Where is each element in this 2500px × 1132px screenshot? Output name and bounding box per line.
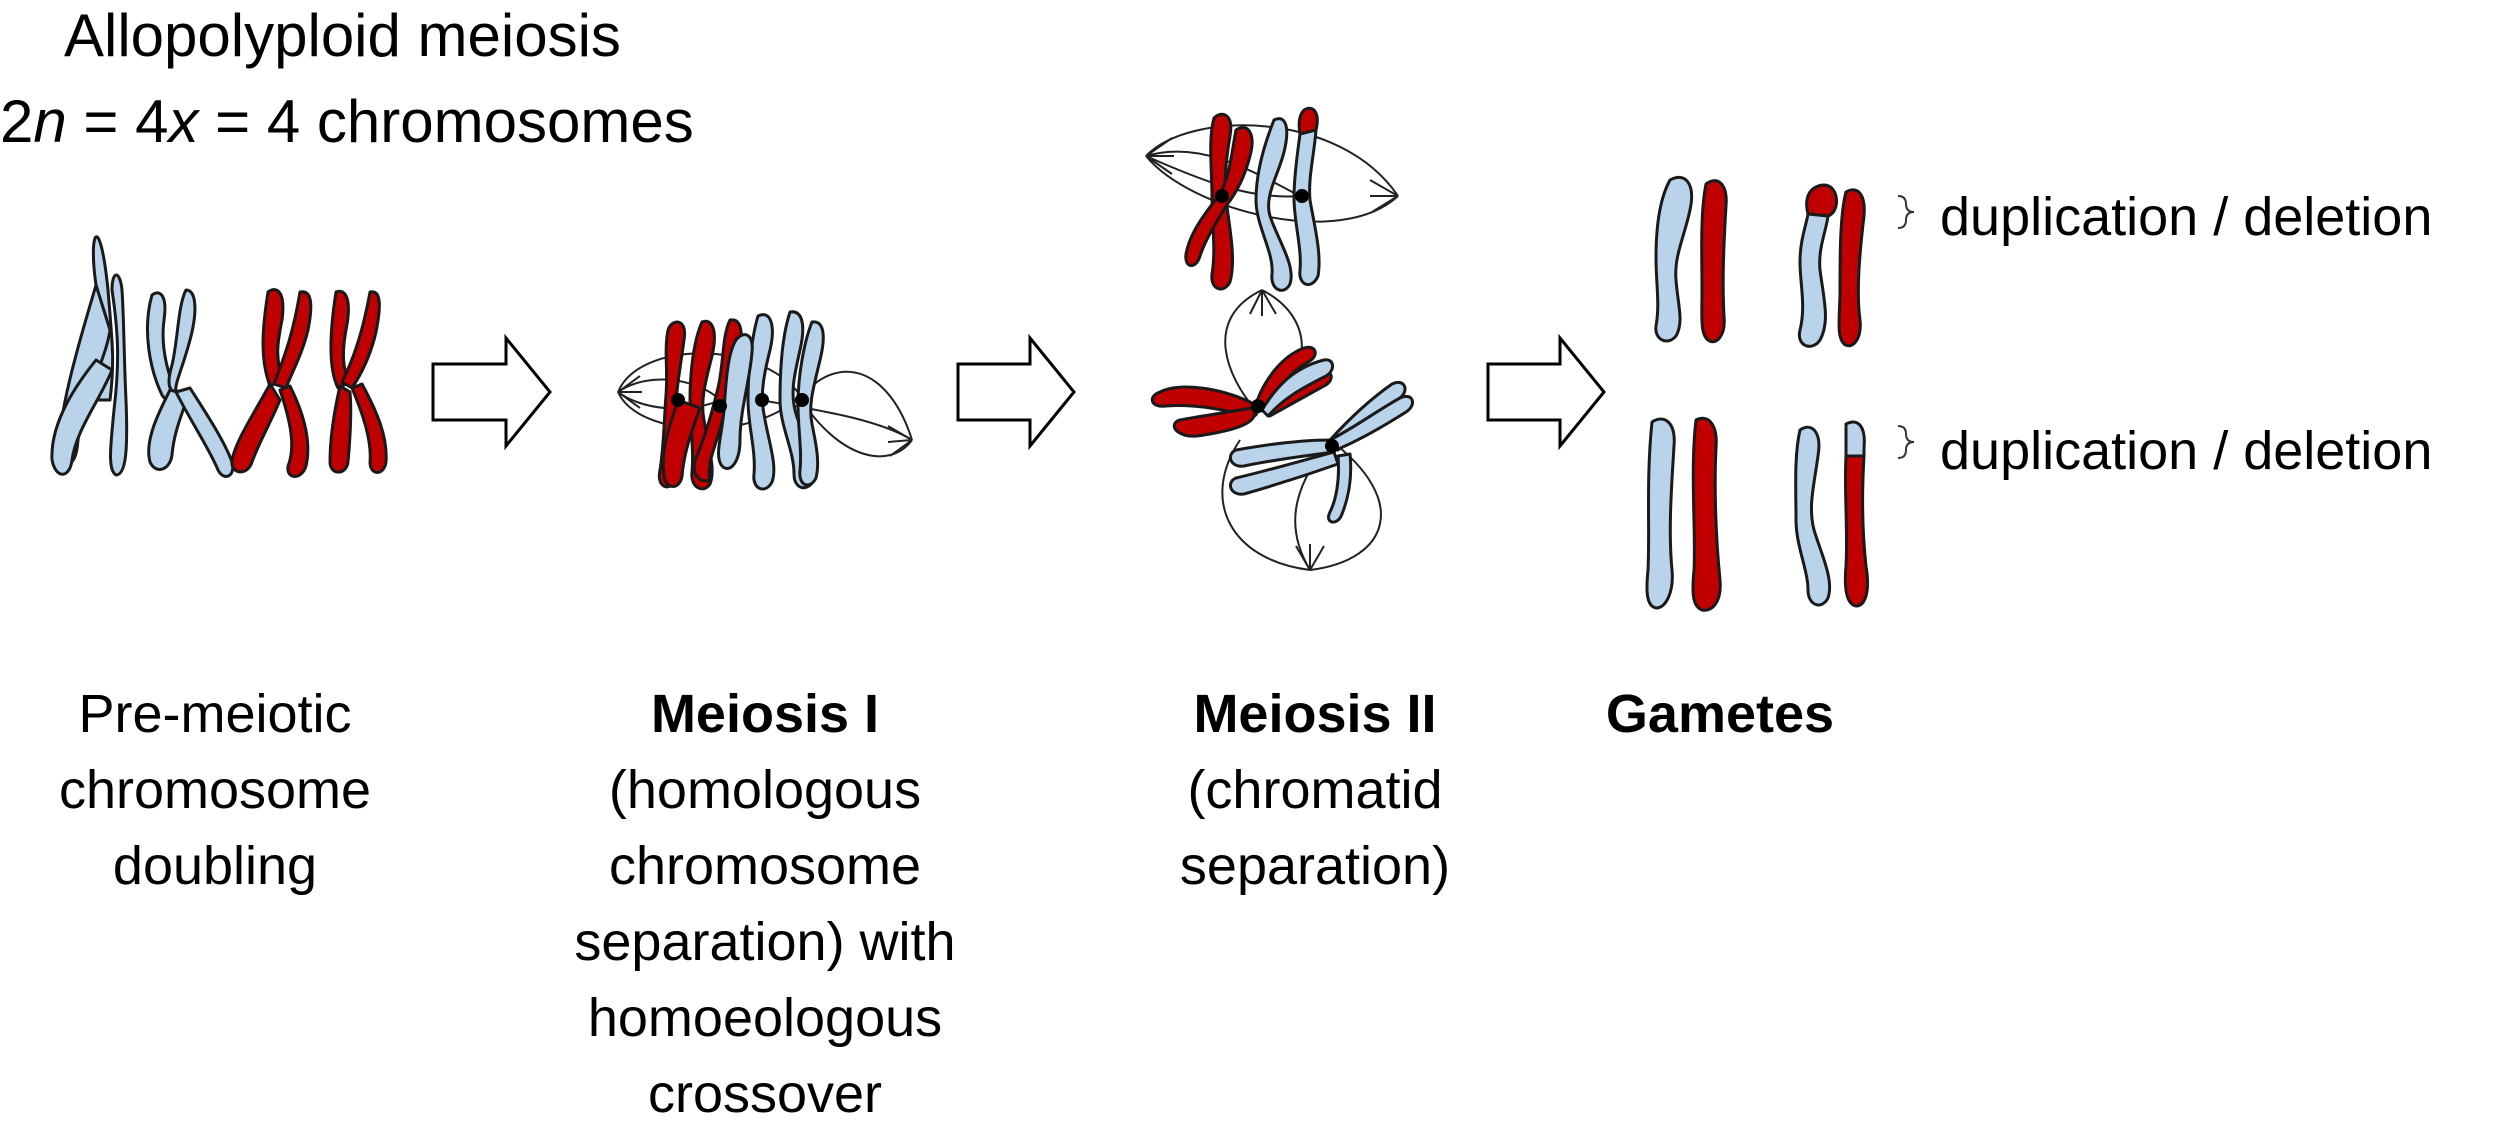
caption-heading: Gametes bbox=[1605, 684, 1835, 744]
spindle-fiber bbox=[799, 397, 913, 458]
centromere bbox=[671, 393, 685, 407]
stage-caption-meiosis-2: Meiosis II (chromatid separation) bbox=[1090, 676, 1540, 904]
red-chromatid bbox=[230, 382, 282, 474]
centromere bbox=[1251, 399, 1265, 413]
blue-chromatid bbox=[50, 358, 114, 476]
spindle-fiber bbox=[1309, 439, 1382, 571]
spindle-fiber bbox=[1369, 179, 1399, 213]
red-chromatid bbox=[1172, 406, 1256, 438]
caption-line: homoeologous bbox=[587, 988, 943, 1048]
red-chromatid bbox=[328, 384, 353, 474]
caption-line: separation) bbox=[1179, 836, 1451, 896]
gamete-note-bottom: duplication / deletion bbox=[1940, 421, 2433, 481]
red-chromosome bbox=[1700, 179, 1728, 344]
blue-chromatid bbox=[147, 388, 190, 471]
caption-heading: Meiosis II bbox=[1193, 684, 1437, 744]
red-chromosome bbox=[1805, 183, 1838, 218]
centromere bbox=[795, 393, 809, 407]
centromere bbox=[755, 393, 769, 407]
caption-line: crossover bbox=[647, 1064, 883, 1124]
stage3-meiosis-2 bbox=[1145, 106, 1415, 571]
diagram-title-line2: 2n = 4x = 4 chromosomes bbox=[0, 92, 694, 152]
red-chromosome bbox=[1843, 454, 1870, 608]
blue-chromatid bbox=[1228, 450, 1340, 496]
blue-chromosome bbox=[1645, 417, 1676, 610]
centromere bbox=[1325, 439, 1339, 453]
red-chromatid bbox=[350, 382, 388, 474]
centromere bbox=[1215, 189, 1229, 203]
red-chromosome bbox=[1691, 416, 1722, 612]
red-chromatid bbox=[329, 289, 352, 390]
blue-chromatid bbox=[717, 333, 754, 470]
spindle-fiber bbox=[887, 425, 913, 457]
caption-heading: Meiosis I bbox=[650, 684, 880, 744]
stage-caption-gametes: Gametes bbox=[1560, 676, 1880, 752]
spindle-fiber bbox=[617, 375, 642, 409]
blue-chromatid bbox=[1327, 452, 1353, 524]
spindle-fiber bbox=[1145, 137, 1174, 175]
red-chromosome bbox=[1837, 188, 1866, 348]
caption-line: chromosome bbox=[608, 836, 922, 896]
stage1-chromosomes bbox=[50, 235, 388, 478]
gamete-note-top: duplication / deletion bbox=[1940, 187, 2433, 247]
caption-line: (homologous bbox=[608, 760, 922, 820]
blue-chromatid bbox=[1260, 358, 1334, 418]
diagram-title-line1: Allopolyploid meiosis bbox=[64, 2, 621, 69]
blue-chromatid bbox=[1328, 395, 1415, 452]
arrow-right-icon bbox=[956, 333, 1076, 451]
blue-chromatid bbox=[1228, 438, 1336, 468]
red-chromatid bbox=[261, 288, 286, 388]
blue-chromatid bbox=[1254, 117, 1293, 292]
caption-line: (chromatid bbox=[1187, 760, 1443, 820]
title-suffix: = 4 chromosomes bbox=[198, 88, 694, 155]
spindle-fiber bbox=[1221, 439, 1311, 571]
stage4-gametes bbox=[1645, 175, 1915, 612]
arrow-right-icon bbox=[431, 333, 552, 451]
caption-line: doubling bbox=[112, 836, 318, 896]
centromere bbox=[1295, 189, 1309, 203]
blue-chromosome bbox=[1797, 212, 1830, 348]
spindle-fiber bbox=[1224, 289, 1263, 409]
caption-line: chromosome bbox=[58, 760, 372, 820]
title-n: n bbox=[33, 88, 67, 155]
brace-icon bbox=[1897, 425, 1915, 459]
centromere bbox=[713, 399, 727, 413]
caption-line: Pre-meiotic bbox=[78, 684, 352, 744]
title-x: x bbox=[168, 88, 199, 155]
caption-line: separation) with bbox=[574, 912, 956, 972]
red-chromatid bbox=[272, 290, 313, 390]
blue-chromatid bbox=[167, 288, 197, 394]
red-chromatid bbox=[661, 398, 702, 488]
blue-chromatid bbox=[1292, 128, 1321, 286]
stage-caption-premeiotic: Pre-meiotic chromosome doubling bbox=[0, 676, 430, 904]
stage-caption-meiosis-1: Meiosis I (homologous chromosome separat… bbox=[520, 676, 1010, 1132]
red-chromatid bbox=[340, 290, 381, 390]
blue-chromosome bbox=[1654, 175, 1693, 343]
blue-chromatid bbox=[174, 386, 235, 478]
red-chromatid bbox=[278, 384, 310, 478]
brace-icon bbox=[1897, 195, 1915, 229]
title-2: 2 bbox=[0, 88, 34, 155]
blue-chromosome bbox=[1794, 425, 1832, 607]
spindle-fiber bbox=[1295, 544, 1325, 571]
blue-chromatid bbox=[109, 273, 129, 477]
spindle-fiber bbox=[1249, 289, 1277, 316]
stage2-meiosis-1 bbox=[617, 310, 913, 491]
blue-chromosome bbox=[1844, 420, 1866, 458]
arrow-right-icon bbox=[1486, 333, 1606, 451]
title-eq4: = 4 bbox=[66, 88, 169, 155]
